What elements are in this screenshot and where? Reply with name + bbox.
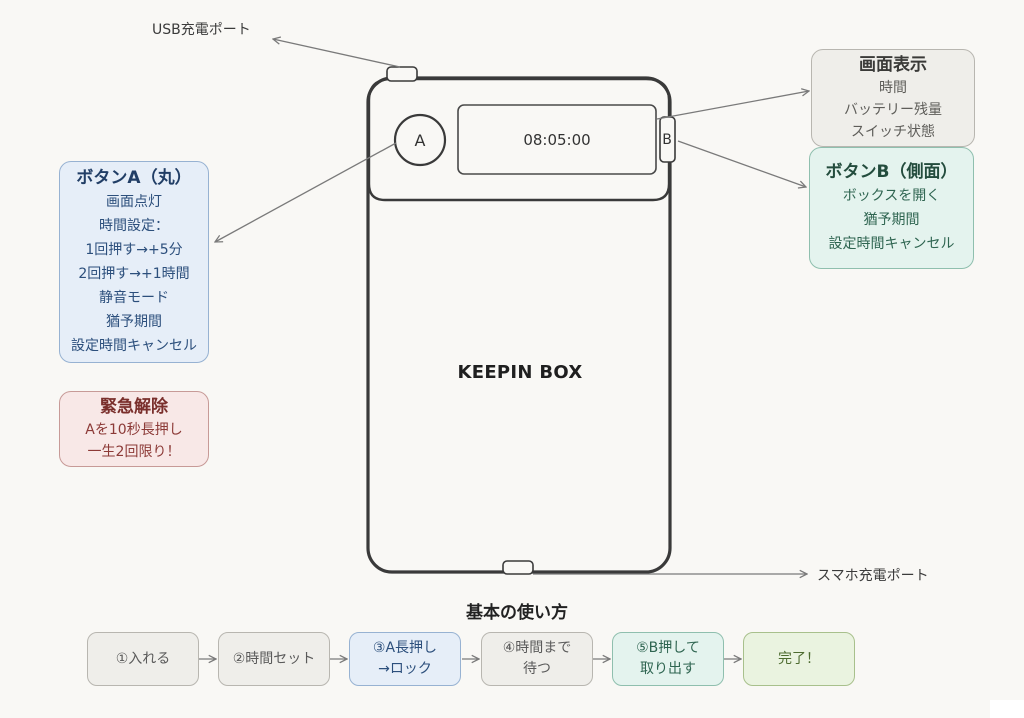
emergency-title: 緊急解除 [100, 397, 168, 417]
step-1: ①入れる [87, 632, 199, 686]
usb-port [386, 66, 418, 82]
button-a-label: A [414, 130, 426, 150]
step-text: 取り出す [640, 661, 696, 677]
corner-cutout [990, 700, 1024, 718]
screen-info-line: スイッチ状態 [851, 124, 935, 140]
arrow-usb [273, 39, 401, 68]
arrow-button-a [215, 142, 397, 242]
screen-info-line: 時間 [879, 80, 907, 96]
step-text: 完了！ [778, 650, 820, 667]
screen-info-line: バッテリー残量 [844, 102, 942, 118]
display-time: 08:05:00 [523, 131, 591, 149]
screen-info-title: 画面表示 [859, 55, 927, 75]
button-b-info-line: 猶予期間 [863, 212, 920, 228]
phone-port [502, 560, 534, 575]
step-2: ②時間セット [218, 632, 330, 686]
arrow-button-b [677, 140, 806, 187]
step-text: ③A長押し [372, 640, 438, 656]
button-a-info-line: 画面点灯 [106, 194, 162, 210]
top-panel [367, 77, 671, 202]
button-b-info-title: ボタンB（側面） [825, 162, 958, 182]
step-text: 待つ [523, 661, 551, 677]
button-a-info-line: 時間設定： [99, 218, 169, 234]
step-4: ④時間まで 待つ [481, 632, 593, 686]
button-a-info-box: ボタンA（丸） 画面点灯 時間設定： 1回押す→+5分 2回押す→+1時間 静音… [59, 161, 209, 363]
arrow-screen [656, 91, 809, 120]
button-b-info-line: 設定時間キャンセル [828, 236, 955, 252]
step-text: ②時間セット [232, 650, 316, 667]
button-b-info-line: ボックスを開く [842, 188, 941, 204]
button-a-info-line: 1回押す→+5分 [85, 242, 183, 258]
phone-port-label: スマホ充電ポート [817, 568, 929, 584]
howto-title: 基本の使い方 [466, 603, 568, 623]
step-5: ⑤B押して 取り出す [612, 632, 724, 686]
display-screen [457, 104, 657, 175]
step-3: ③A長押し →ロック [349, 632, 461, 686]
button-a-circle [393, 113, 447, 167]
button-a-info-line: 猶予期間 [106, 314, 162, 330]
button-b-label: B [662, 132, 672, 148]
screen-info-box: 画面表示 時間 バッテリー残量 スイッチ状態 [811, 49, 975, 147]
step-text: ⑤B押して [636, 640, 700, 656]
button-a-info-line: 静音モード [99, 290, 169, 306]
device-name: KEEPIN BOX [457, 362, 583, 383]
button-a-info-title: ボタンA（丸） [76, 168, 192, 188]
usb-port-label: USB充電ポート [152, 22, 251, 38]
button-a-info-line: 2回押す→+1時間 [78, 266, 190, 282]
emergency-line: Aを10秒長押し [85, 422, 183, 438]
step-6: 完了！ [743, 632, 855, 686]
button-b-info-box: ボタンB（側面） ボックスを開く 猶予期間 設定時間キャンセル [809, 147, 974, 269]
step-text: ④時間まで [502, 640, 572, 656]
emergency-line: 一生2回限り！ [87, 444, 181, 460]
emergency-release-box: 緊急解除 Aを10秒長押し 一生2回限り！ [59, 391, 209, 467]
button-a-info-line: 設定時間キャンセル [71, 338, 197, 354]
step-text: →ロック [378, 661, 432, 677]
step-text: ①入れる [115, 650, 171, 667]
